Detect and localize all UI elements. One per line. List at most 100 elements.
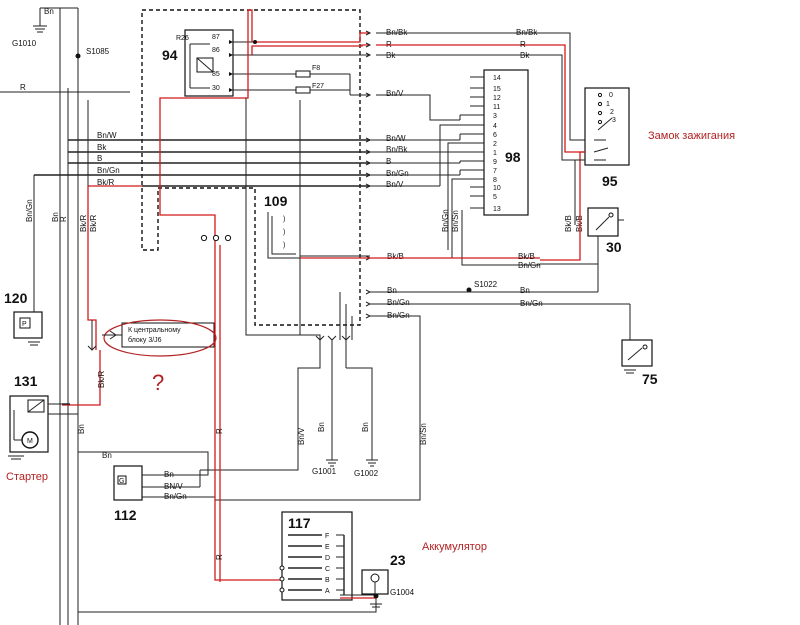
- wire-label-bn-starter: Bn: [102, 451, 112, 460]
- c98-pin-9: 9: [493, 159, 497, 166]
- vlabel-bn-left: Bn: [51, 212, 60, 222]
- fuse-f27-label: F27: [312, 83, 324, 90]
- switch-mark-0: 0: [609, 92, 613, 99]
- module-dashed-box: [141, 9, 361, 326]
- component-131-label: 131: [14, 373, 38, 389]
- vlabel-bn-starter: Bn: [77, 424, 86, 434]
- c117-pin-c: C: [325, 566, 330, 573]
- wire-label-bnv-112: BN/V: [164, 482, 183, 491]
- component-117-fuse-block: 117 F E D C B A: [279, 511, 376, 601]
- svg-text:): ): [283, 229, 285, 236]
- wire-label-b-h: B: [97, 154, 102, 163]
- c98-pin-8: 8: [493, 177, 497, 184]
- fuse-f8-label: F8: [312, 65, 320, 72]
- splice-s1022-label: S1022: [474, 280, 498, 289]
- wire-label-bnw-right: Bn/W: [386, 134, 406, 143]
- wire-label-bnw: Bn/W: [97, 131, 117, 140]
- wire-label-bnbk-right: Bn/Bk: [386, 145, 408, 154]
- c98-pin-12: 12: [493, 95, 501, 102]
- vlabel-bn-g2: Bn: [361, 422, 370, 432]
- vlabel-bkr-left-2: Bk/R: [89, 214, 98, 232]
- ground-g1002-label: G1002: [354, 469, 379, 478]
- c117-pin-d: D: [325, 555, 330, 562]
- wire-label-bk-far: Bk: [520, 51, 530, 60]
- wire-label-bn-lr: Bn: [387, 286, 397, 295]
- c98-pin-10: 10: [493, 185, 501, 192]
- left-bus: Bn G1010 S1085 R: [0, 7, 130, 625]
- wires-to-right: Bn/Bk R Bk: [376, 28, 585, 161]
- relay-pin-30: 30: [212, 85, 220, 92]
- c98-pin-13: 13: [493, 206, 501, 213]
- lower-right-bus: S1022 Bn Bn/Gn Bn/Gn Bn Bn/Gn Bn/Sn: [215, 264, 631, 501]
- annotation-battery: Аккумулятор: [422, 541, 487, 553]
- vlabel-bngn-98: Bn/Gn: [441, 209, 450, 232]
- ground-harness: Bn/V Bn Bn G1001 G1002: [200, 335, 379, 478]
- switch-mark-3: 3: [612, 117, 616, 124]
- callout-line1: К центральному: [128, 327, 181, 334]
- c98-pin-3: 3: [493, 113, 497, 120]
- splice-s1085-label: S1085: [86, 47, 110, 56]
- component-95-label: 95: [602, 173, 618, 189]
- ground-g1001-symbol: [326, 459, 338, 467]
- component-94-relay: 94 R26 87 86 85 30: [162, 29, 300, 97]
- fuses-f8-f27: F8 F27 Bn/V: [295, 65, 404, 98]
- switch-mark-1: 1: [606, 101, 610, 108]
- c98-pin-15: 15: [493, 86, 501, 93]
- svg-text:): ): [283, 242, 285, 249]
- component-30-switch: 30: [540, 207, 624, 265]
- wire-label-bn-top: Bn: [44, 7, 54, 16]
- ground-g1010-symbol: [33, 18, 47, 33]
- relay-pin-86: 86: [212, 47, 220, 54]
- vlabel-r-battery-2: R: [215, 554, 224, 560]
- open-terminals: [200, 234, 232, 242]
- relay-pin-87: 87: [212, 34, 220, 41]
- wire-label-bn-lr-2: Bn: [520, 286, 530, 295]
- annotation-ignition: Замок зажигания: [648, 130, 735, 142]
- vlabel-bnsn-98: Bn/Sn: [451, 210, 460, 232]
- ground-g1004-label: G1004: [390, 588, 415, 597]
- vlabel-bkr-left-1: Bk/R: [79, 214, 88, 232]
- connector-98: 98 14 15 12 11 3 4 6 2 1 9 7 8 10 5 13: [439, 69, 540, 266]
- vlabel-r-left: R: [59, 216, 68, 222]
- wire-label-bnv-fuse: Bn/V: [386, 89, 404, 98]
- svg-text:M: M: [27, 438, 33, 445]
- svg-text:): ): [283, 216, 285, 223]
- wire-label-r-far: R: [520, 40, 526, 49]
- component-23-label: 23: [390, 552, 406, 568]
- connector-arrows: [365, 30, 460, 319]
- wire-label-bngn-right: Bn/Gn: [386, 169, 409, 178]
- c98-pin-2: 2: [493, 141, 497, 148]
- wire-label-bkb-right: Bk/B: [518, 252, 535, 261]
- component-94-label: 94: [162, 47, 178, 63]
- left-bus-vertical-labels: Bn/Gn Bn R Bk/R Bk/R: [25, 199, 98, 232]
- c98-pin-4: 4: [493, 123, 497, 130]
- component-30-label: 30: [606, 239, 622, 255]
- wire-label-bnv-right: Bn/V: [386, 180, 404, 189]
- component-75-label: 75: [642, 371, 658, 387]
- box-120-letter: P: [22, 321, 27, 328]
- wire-label-b-right: B: [386, 157, 391, 166]
- component-120: 120 P: [4, 290, 43, 346]
- wire-label-bn-112: Bn: [164, 470, 174, 479]
- wire-label-bngn-right-2: Bn/Gn: [518, 261, 541, 270]
- wire-label-bngn-lr: Bn/Gn: [387, 298, 410, 307]
- component-131-starter: 131 M Bn Bn: [8, 373, 209, 476]
- ground-g1002-symbol: [366, 459, 378, 467]
- splice-s1085-dot: [75, 53, 81, 59]
- wire-label-bngn-lr-2: Bn/Gn: [387, 311, 410, 320]
- component-98-label: 98: [505, 149, 521, 165]
- c117-pin-b: B: [325, 577, 330, 584]
- component-112-label: 112: [114, 507, 137, 523]
- box-112-letter: G: [119, 478, 124, 485]
- component-112: G 112 Bn BN/V Bn/Gn: [113, 465, 215, 523]
- vlabel-bnv-g: Bn/V: [297, 427, 306, 445]
- vlabel-bngn-left: Bn/Gn: [25, 199, 34, 222]
- c117-pin-e: E: [325, 544, 330, 551]
- vlabel-bkr-starter: Bk/R: [97, 370, 106, 388]
- wire-label-bngn-h: Bn/Gn: [97, 166, 120, 175]
- starter-feed-wire: Bk/R: [62, 186, 106, 406]
- relay-pin-85: 85: [212, 71, 220, 78]
- component-109: 109 ) ) ) Bk/B Bk/B Bn/Gn: [264, 186, 541, 270]
- c98-pin-14: 14: [493, 75, 501, 82]
